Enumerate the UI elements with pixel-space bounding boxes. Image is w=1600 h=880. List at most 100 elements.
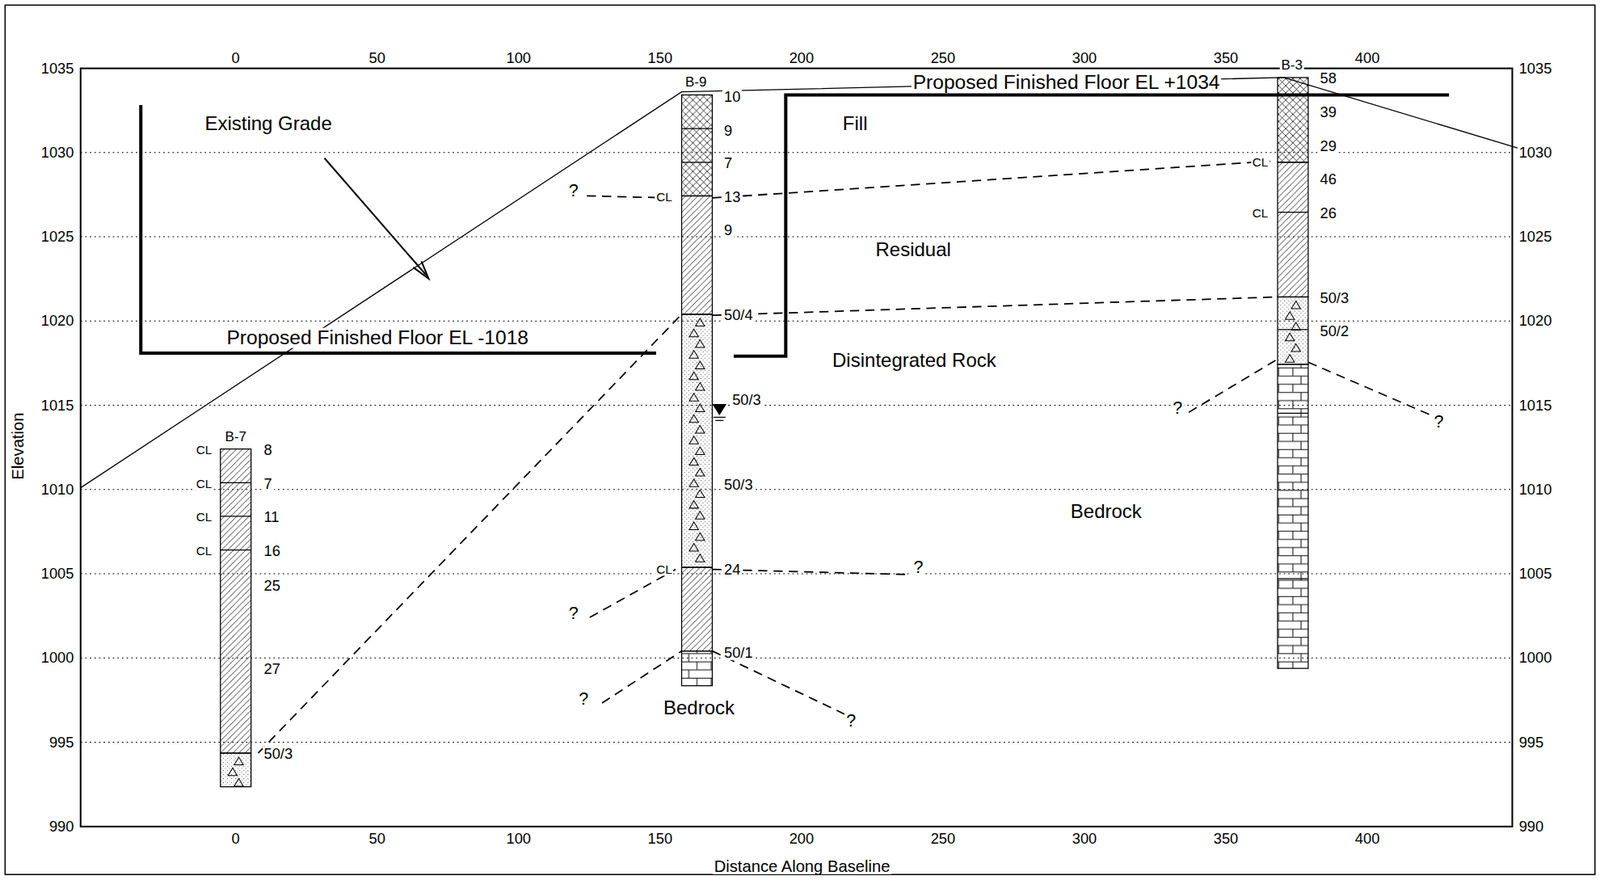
blow-count: 39 — [1317, 105, 1338, 120]
grid-lines — [80, 152, 1513, 743]
axis-tick-label: 1015 — [39, 397, 76, 413]
axis-tick-label: 250 — [929, 831, 958, 847]
axis-tick-label: 1015 — [1517, 397, 1554, 413]
axis-tick-label: 1030 — [39, 145, 76, 160]
axis-tick-label: 200 — [787, 831, 817, 847]
axis-tick-label: 1000 — [39, 650, 76, 666]
axis-tick-label: 100 — [505, 831, 534, 847]
blow-count: 24 — [722, 561, 742, 577]
rock-fragment-symbols — [227, 301, 1301, 787]
rock-fragment — [689, 543, 699, 551]
rock-fragment — [695, 554, 705, 562]
uncertain-mark: ? — [576, 691, 590, 710]
blow-count: 13 — [722, 189, 742, 205]
axis-tick-label: 1035 — [1517, 60, 1554, 76]
rock-fragment — [689, 457, 699, 465]
rock-fragment — [1284, 354, 1294, 363]
existing-grade-line — [80, 77, 1529, 489]
water-table-symbol — [711, 404, 727, 421]
boring-b7 — [220, 449, 252, 788]
axis-tick-label: 995 — [47, 734, 76, 750]
axis-tick-label: 350 — [1212, 50, 1241, 66]
uncertain-mark: ? — [844, 712, 858, 731]
boring-b9 — [682, 94, 713, 686]
axis-tick-label: 1025 — [39, 229, 76, 245]
soil-class: CL — [194, 544, 214, 557]
callout-arrow — [324, 158, 427, 276]
axis-tick-label: 0 — [230, 50, 242, 66]
axis-tick-label: 1020 — [1517, 313, 1554, 329]
axis-tick-label: 1000 — [1517, 650, 1554, 666]
proposed-floor-line — [140, 94, 1449, 356]
stratum-label: Existing Grade — [202, 113, 333, 134]
soil-class: CL — [194, 477, 214, 490]
blow-count: 50/3 — [730, 392, 763, 408]
axis-tick-label: 990 — [1517, 819, 1546, 834]
rock-fragment — [689, 393, 699, 401]
plot-frame — [80, 68, 1513, 827]
rock-fragment — [695, 511, 705, 519]
grid-line — [80, 741, 1513, 743]
axis-tick-label: 1020 — [39, 313, 76, 329]
rock-fragment — [1284, 311, 1294, 320]
axis-tick-label: 1005 — [1517, 566, 1554, 582]
rock-fragment — [234, 778, 244, 787]
blow-count: 29 — [1317, 138, 1338, 153]
blow-count: 26 — [1317, 206, 1338, 221]
soil-class: CL — [194, 511, 214, 524]
stratum-label: Residual — [873, 240, 952, 260]
axis-tick-label: 50 — [367, 831, 388, 847]
axis-tick-label: 1010 — [1517, 482, 1554, 497]
stratum-label: Bedrock — [661, 698, 737, 718]
uncertain-mark: ? — [1170, 400, 1184, 419]
rock-fragment — [695, 383, 705, 391]
axis-tick-label: 1025 — [1517, 229, 1554, 245]
axis-tick-label: 150 — [646, 831, 675, 847]
rock-fragment — [695, 532, 705, 540]
axis-tick-label: 995 — [1517, 734, 1546, 750]
axis-tick-label: 1005 — [39, 566, 76, 582]
rock-fragment — [1284, 332, 1294, 341]
blow-count: 9 — [722, 122, 734, 138]
rock-fragment — [689, 328, 699, 337]
axis-tick-label: 300 — [1070, 831, 1099, 847]
uncertain-mark: ? — [567, 183, 581, 202]
blow-count: 16 — [262, 543, 283, 559]
soil-class: CL — [1250, 206, 1270, 219]
blow-count: 50/1 — [722, 645, 755, 661]
blow-count: 10 — [722, 89, 742, 105]
blow-count: 8 — [262, 442, 274, 458]
blow-count: 50/2 — [1317, 324, 1351, 339]
soil-class: CL — [654, 563, 674, 576]
rock-fragment — [234, 757, 244, 765]
soil-class: CL — [1250, 155, 1270, 169]
axis-tick-label: 1010 — [39, 482, 76, 497]
soil-class: CL — [194, 443, 214, 456]
blow-count: 7 — [262, 475, 274, 491]
blow-count: 25 — [262, 578, 283, 594]
axis-tick-label: 1030 — [1517, 145, 1554, 160]
stratum-label: Bedrock — [1069, 501, 1144, 522]
axis-tick-label: 0 — [230, 831, 242, 847]
rock-fragment — [689, 522, 699, 530]
arrow-head — [412, 261, 429, 278]
blow-count: 50/3 — [722, 477, 755, 493]
uncertain-mark: ? — [567, 605, 581, 624]
axis-tick-label: 100 — [505, 50, 534, 66]
blow-count: 50/3 — [1317, 290, 1351, 306]
axis-tick-label: 400 — [1353, 50, 1382, 66]
blow-count: 7 — [722, 155, 734, 171]
axis-tick-label: 300 — [1070, 50, 1099, 66]
rock-fragment — [1291, 344, 1301, 352]
axis-tick-label: 990 — [47, 819, 76, 834]
boundary-lines — [257, 161, 1434, 754]
stratum-label: Fill — [841, 113, 870, 134]
rock-fragment — [689, 479, 699, 487]
outer-border — [4, 4, 1595, 875]
rock-fragment — [695, 425, 705, 434]
axis-title: Elevation — [10, 410, 27, 481]
floor-elevation-label: Proposed Finished Floor EL -1018 — [224, 328, 531, 349]
rock-fragment — [695, 318, 705, 326]
rock-fragment — [695, 446, 705, 455]
